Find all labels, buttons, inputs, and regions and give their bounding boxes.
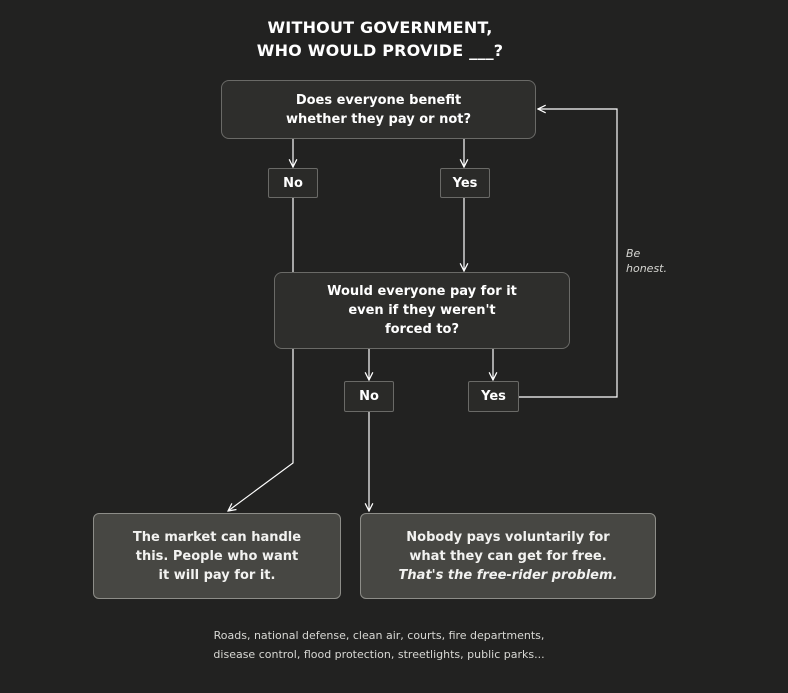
title-line-2: WHO WOULD PROVIDE ___?	[256, 41, 504, 60]
outcome-market-line-2: this. People who want	[135, 548, 299, 564]
question-1-line-1: Does everyone benefit	[295, 92, 462, 108]
question-2-box: Would everyone pay for it even if they w…	[274, 272, 570, 349]
side-note: Be honest.	[626, 246, 667, 276]
title-line-1: WITHOUT GOVERNMENT,	[267, 18, 493, 37]
outcome-market-line-3: it will pay for it.	[158, 567, 276, 583]
footer-line-2: disease control, flood protection, stree…	[213, 648, 545, 661]
footer-line-1: Roads, national defense, clean air, cour…	[213, 629, 545, 642]
edge-yes-loop-back	[519, 109, 618, 398]
outcome-market-box: The market can handle this. People who w…	[93, 513, 341, 599]
question-2-line-2: even if they weren't	[348, 303, 496, 318]
outcome-free-rider-box: Nobody pays voluntarily for what they ca…	[360, 513, 656, 599]
question-1-line-2: whether they pay or not?	[285, 111, 472, 127]
outcome-free-rider-line-1: Nobody pays voluntarily for	[406, 529, 610, 545]
question-2-line-3: forced to?	[384, 322, 460, 337]
outcome-market-line-1: The market can handle	[132, 529, 302, 545]
q1-no-label: No	[268, 168, 318, 198]
side-note-line-2: honest.	[626, 262, 667, 275]
side-note-line-1: Be	[626, 247, 641, 260]
outcome-free-rider-line-3: That's the free-rider problem.	[398, 567, 618, 583]
q1-yes-label: Yes	[440, 168, 490, 198]
q2-no-label: No	[344, 381, 394, 412]
question-2-line-1: Would everyone pay for it	[327, 284, 517, 299]
diagram-title: WITHOUT GOVERNMENT, WHO WOULD PROVIDE __…	[0, 16, 760, 62]
examples-footer: Roads, national defense, clean air, cour…	[0, 626, 758, 664]
question-1-box: Does everyone benefit whether they pay o…	[221, 80, 536, 139]
edge-no-to-market	[228, 349, 294, 511]
q2-yes-label: Yes	[468, 381, 519, 412]
outcome-free-rider-line-2: what they can get for free.	[409, 548, 607, 564]
